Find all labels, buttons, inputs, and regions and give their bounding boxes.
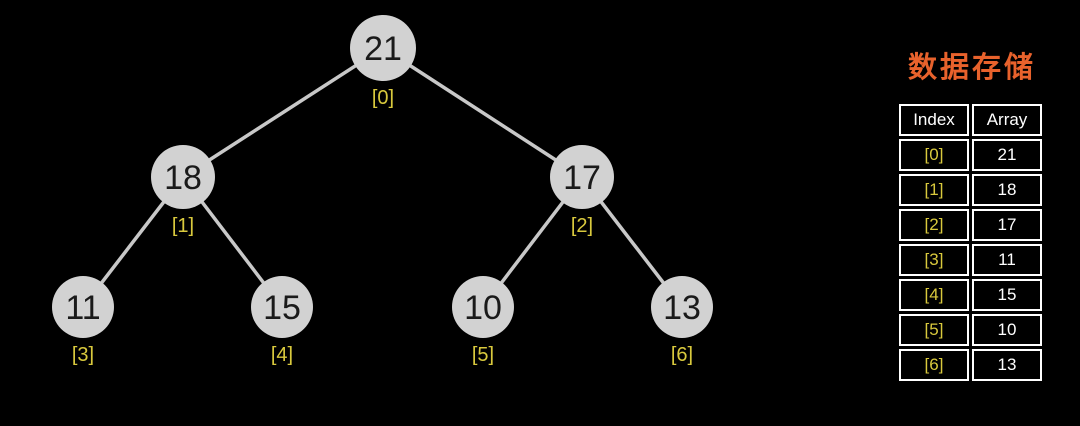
table-row: [5]10 [899, 314, 1042, 346]
tree-node-1 [151, 145, 215, 209]
table-row: [4]15 [899, 279, 1042, 311]
index-cell: [4] [899, 279, 969, 311]
table-header-cell: Index [899, 104, 969, 136]
tree-node-value: 13 [663, 289, 701, 327]
node-index-label: [0] [372, 87, 394, 109]
tree-node-value: 21 [364, 30, 402, 68]
tree-node-5 [452, 276, 514, 338]
node-index-label: [6] [671, 344, 693, 366]
value-cell: 18 [972, 174, 1042, 206]
tree-node-3 [52, 276, 114, 338]
table-header-cell: Array [972, 104, 1042, 136]
node-index-label: [2] [571, 215, 593, 237]
table-body: [0]21[1]18[2]17[3]11[4]15[5]10[6]13 [899, 139, 1042, 381]
node-index-label: [3] [72, 344, 94, 366]
table-row: [2]17 [899, 209, 1042, 241]
table-row: [0]21 [899, 139, 1042, 171]
tree-node-value: 15 [263, 289, 301, 327]
tree-node-value: 17 [563, 159, 601, 197]
tree-node-4 [251, 276, 313, 338]
index-cell: [0] [899, 139, 969, 171]
tree-node-value: 11 [65, 289, 100, 327]
tree-node-6 [651, 276, 713, 338]
table-row: [6]13 [899, 349, 1042, 381]
tree-edge [182, 46, 384, 179]
value-cell: 11 [972, 244, 1042, 276]
index-cell: [1] [899, 174, 969, 206]
index-cell: [3] [899, 244, 969, 276]
tree-edge [382, 46, 583, 179]
tree-node-0 [350, 15, 416, 81]
value-cell: 17 [972, 209, 1042, 241]
node-index-label: [4] [271, 344, 293, 366]
index-cell: [5] [899, 314, 969, 346]
node-index-label: [5] [472, 344, 494, 366]
index-cell: [6] [899, 349, 969, 381]
index-cell: [2] [899, 209, 969, 241]
value-cell: 13 [972, 349, 1042, 381]
table-row: [1]18 [899, 174, 1042, 206]
table-row: [3]11 [899, 244, 1042, 276]
value-cell: 21 [972, 139, 1042, 171]
heap-tree-diagram: 21 [0] 18 [1] 17 [2] 11 [3] 15 [4] 10 [5] 13 [6] [52, 15, 713, 366]
node-index-label: [1] [172, 215, 194, 237]
value-cell: 10 [972, 314, 1042, 346]
tree-node-value: 18 [164, 159, 202, 197]
tree-node-value: 10 [464, 289, 502, 327]
value-cell: 15 [972, 279, 1042, 311]
tree-node-2 [550, 145, 614, 209]
panel-title: 数据存储 [907, 52, 1036, 84]
